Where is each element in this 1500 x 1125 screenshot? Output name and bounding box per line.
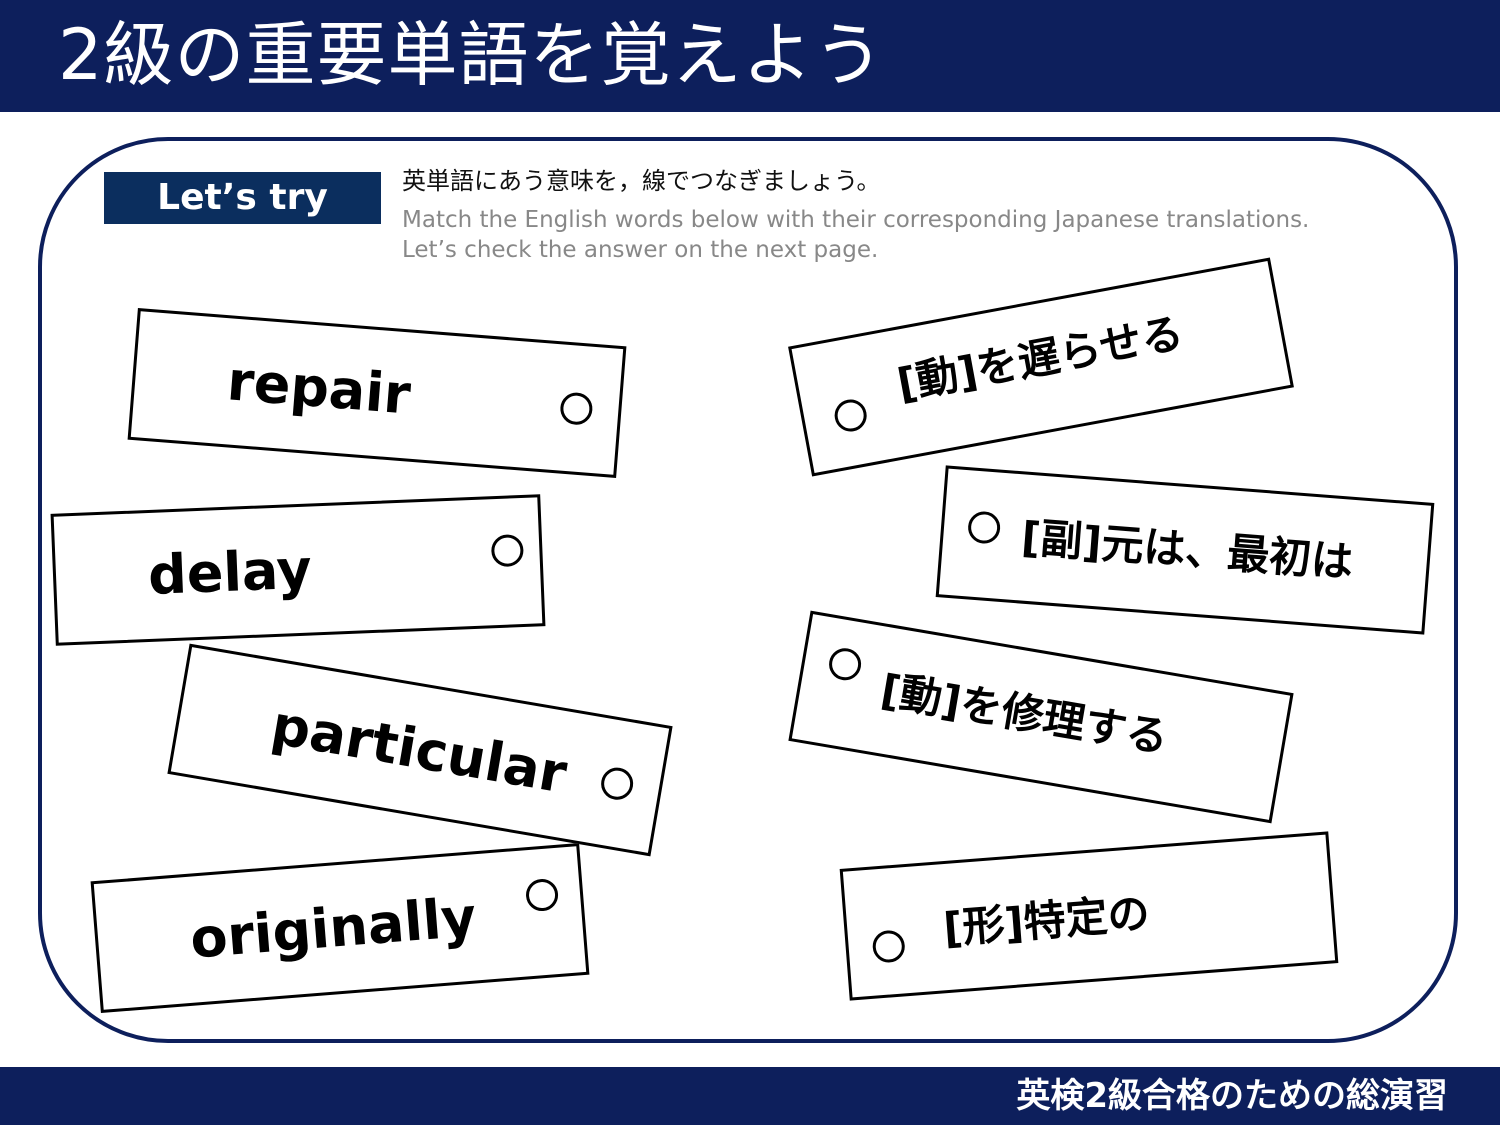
connector-circle[interactable] (524, 877, 560, 913)
page-title: 2級の重要単語を覚えよう (58, 14, 885, 96)
header-bar: 2級の重要単語を覚えよう (0, 0, 1500, 112)
footer-bar: 英検2級合格のための総演習 (0, 1067, 1500, 1125)
meaning-text: [副]元は、最初は (1019, 512, 1355, 587)
word-text: delay (146, 537, 314, 607)
connector-circle[interactable] (559, 391, 594, 426)
connector-circle[interactable] (832, 396, 870, 435)
connector-circle[interactable] (966, 510, 1002, 545)
instruction-japanese: 英単語にあう意味を，線でつなぎましょう。 (402, 167, 881, 195)
word-card-delay[interactable]: delay (50, 494, 546, 646)
connector-circle[interactable] (871, 929, 906, 964)
word-text: repair (225, 349, 413, 427)
word-text: originally (187, 885, 479, 971)
footer-text: 英検2級合格のための総演習 (1016, 1076, 1448, 1116)
lets-try-badge: Let’s try (104, 172, 381, 224)
content-frame (38, 137, 1458, 1043)
meaning-text: [形]特定の (941, 888, 1152, 954)
connector-circle[interactable] (490, 533, 525, 568)
connector-circle[interactable] (598, 765, 636, 803)
instruction-english-line2: Let’s check the answer on the next page. (402, 237, 879, 263)
instruction-english: Match the English words below with their… (402, 205, 1309, 265)
connector-circle[interactable] (826, 645, 864, 683)
instruction-english-line1: Match the English words below with their… (402, 207, 1310, 233)
